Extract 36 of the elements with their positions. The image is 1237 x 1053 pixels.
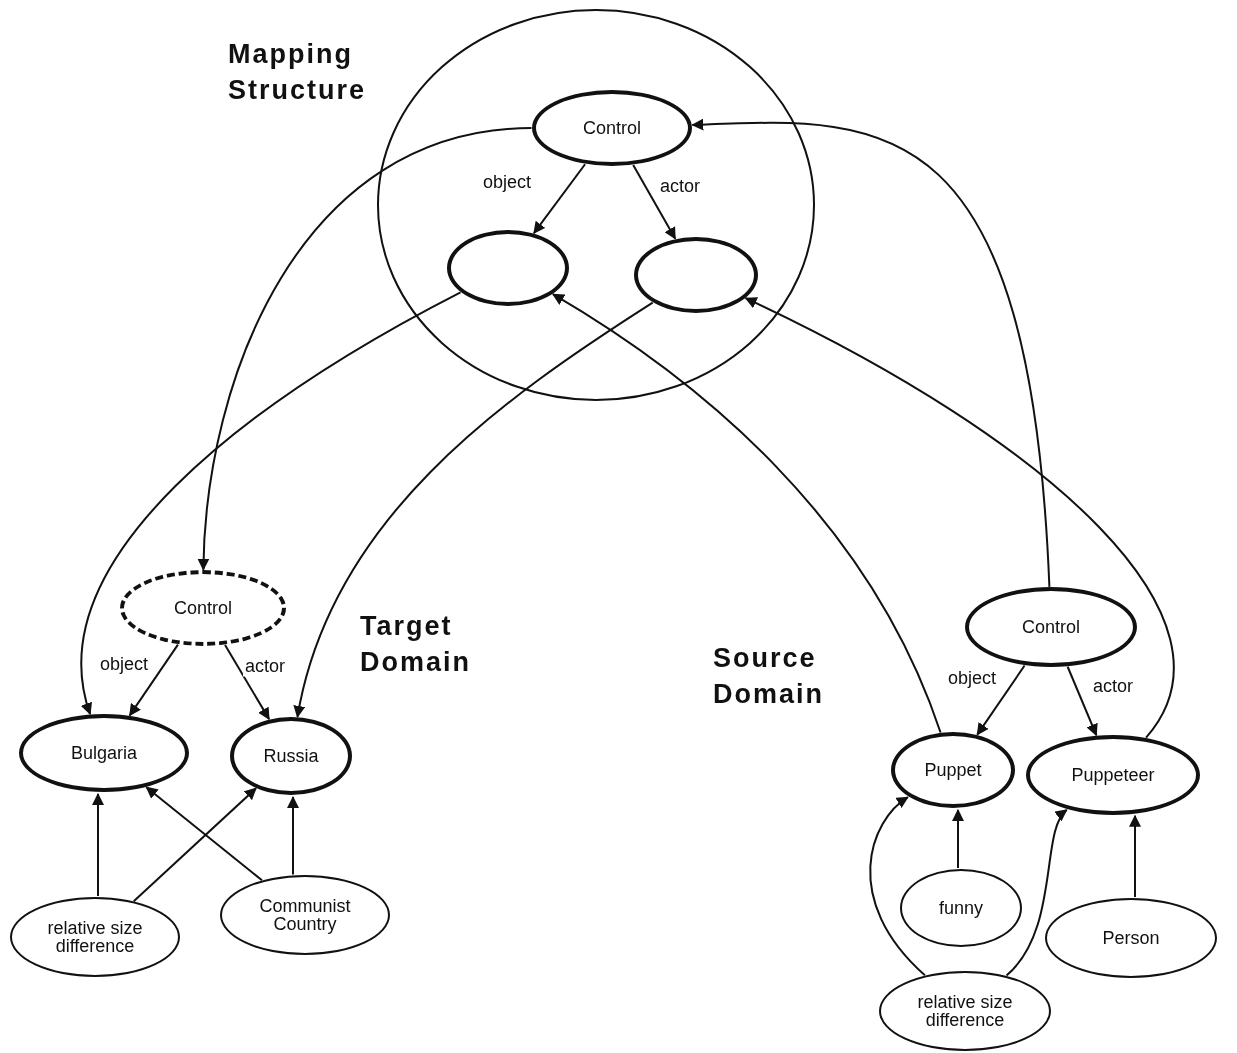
concept-ellipse: funny: [900, 869, 1022, 947]
arrow: [224, 644, 271, 721]
arrow: [132, 787, 257, 903]
arrow: [744, 297, 1175, 739]
arrow: [1129, 814, 1141, 899]
concept-ellipse: Puppeteer: [1026, 735, 1200, 815]
empty-ellipse: [634, 237, 758, 313]
arrow: [197, 127, 533, 571]
arrow: [287, 796, 299, 876]
arrow: [691, 118, 1051, 588]
concept-ellipse: Communist Country: [220, 875, 390, 955]
domain-heading: Target Domain: [360, 610, 472, 680]
arrow: [532, 163, 587, 235]
concept-ellipse: relative size difference: [879, 971, 1051, 1051]
arrow: [1066, 665, 1098, 737]
dashed-concept-ellipse: Control: [120, 570, 286, 646]
arrow: [952, 808, 964, 870]
concept-ellipse: Person: [1045, 898, 1217, 978]
arrow: [80, 291, 462, 716]
arrow: [869, 796, 926, 977]
concept-ellipse: Russia: [230, 717, 352, 795]
arrow: [632, 164, 677, 240]
concept-ellipse: Bulgaria: [19, 714, 189, 792]
concept-ellipse: Puppet: [891, 732, 1015, 808]
domain-heading: Source Domain: [713, 642, 825, 712]
arrow: [145, 786, 263, 882]
arrow: [128, 643, 179, 717]
arrow: [92, 792, 104, 897]
concept-ellipse: Control: [965, 587, 1137, 667]
arrow: [551, 293, 942, 734]
concept-ellipse: Control: [532, 90, 692, 166]
empty-ellipse: [447, 230, 569, 306]
arrow: [1005, 808, 1068, 977]
heading: Mapping Structure: [228, 38, 368, 108]
arrow: [294, 301, 654, 718]
concept-ellipse: relative size difference: [10, 897, 180, 977]
